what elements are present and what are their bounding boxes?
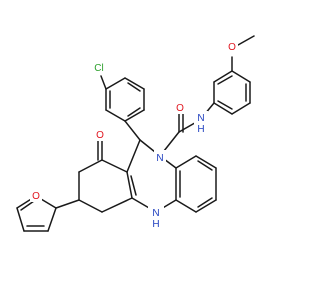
bond (213, 102, 233, 115)
bond (213, 70, 233, 83)
label-mask (148, 206, 164, 234)
label-mask (194, 111, 208, 135)
diazepine-nitrogen-atom: N (156, 153, 163, 164)
bond (217, 75, 233, 85)
ketone-oxygen-atom: O (96, 130, 104, 141)
bond (101, 159, 128, 173)
bond-methyl (237, 35, 255, 46)
bond (55, 199, 80, 209)
amide-nitrogen-atom: N (197, 113, 204, 124)
bond (197, 197, 213, 208)
bond (195, 199, 217, 213)
bond (126, 139, 141, 173)
bond (126, 171, 133, 199)
bonds (16, 35, 255, 232)
molecule-structure: Cl O N H O O N N H O (16, 35, 255, 234)
bond (197, 160, 213, 171)
label-mask (226, 39, 238, 53)
bond (217, 100, 233, 110)
amide-oxygen-atom: O (176, 103, 184, 114)
bond (127, 107, 141, 117)
chlorophenyl-ring (100, 75, 145, 122)
benzo-ring (175, 155, 217, 213)
bond (20, 200, 35, 211)
label-mask (154, 150, 166, 164)
label-mask (94, 127, 106, 141)
bond (101, 197, 133, 213)
methoxyphenyl-ring (213, 35, 255, 115)
bond (195, 155, 217, 169)
bond (105, 109, 126, 122)
label-mask (30, 188, 42, 202)
bond (127, 82, 141, 92)
diazepine-ring (126, 139, 177, 213)
label-mask (89, 60, 109, 74)
bond-c-cl (100, 75, 107, 90)
bond (124, 120, 141, 141)
amine-hydrogen-atom: H (152, 219, 159, 230)
bond (175, 155, 197, 169)
atom-labels: Cl O N H O O N N H O (30, 39, 238, 234)
bond (47, 207, 57, 232)
furan-oxygen-atom: O (32, 191, 40, 202)
bond (130, 175, 137, 196)
methoxy-oxygen-atom: O (228, 42, 236, 53)
amide-hydrogen-atom: H (197, 124, 204, 135)
bond (124, 109, 145, 122)
bond (78, 199, 103, 213)
bond (16, 207, 25, 232)
amine-nitrogen-atom: N (152, 208, 159, 219)
bond (78, 159, 103, 173)
furan-ring (16, 195, 80, 232)
chlorine-atom: Cl (94, 63, 103, 74)
bond (124, 77, 145, 90)
bond (231, 70, 251, 83)
molecule-canvas: Cl O N H O O N N H O (16, 35, 255, 234)
label-mask (174, 100, 186, 114)
bond (231, 102, 251, 115)
bond (175, 199, 197, 213)
cyclohexenone-ring (78, 139, 133, 213)
bond (105, 77, 126, 90)
